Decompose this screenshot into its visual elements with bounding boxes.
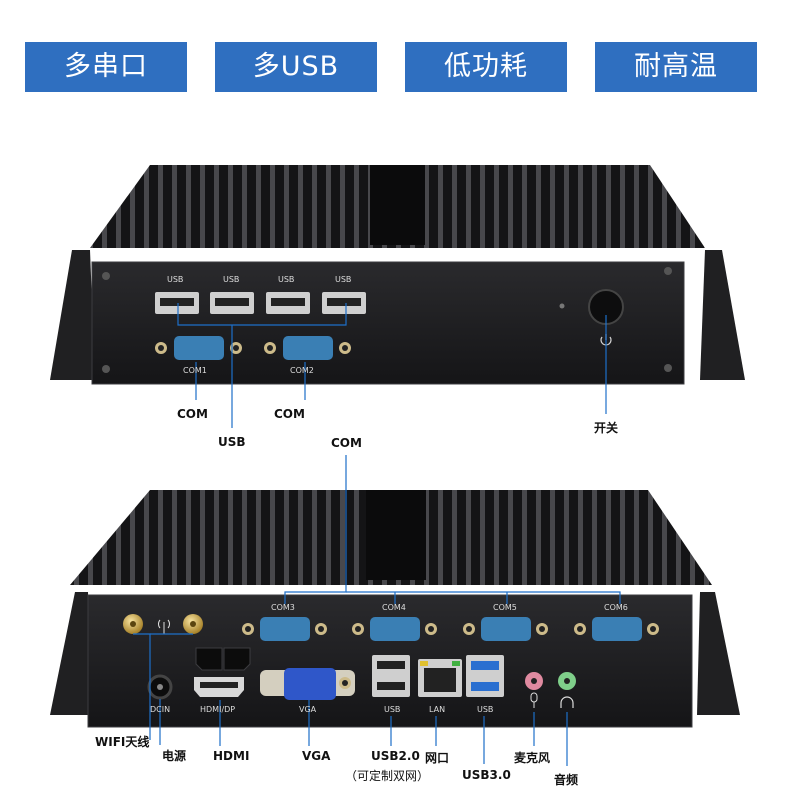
displayport-connectors <box>195 647 251 671</box>
rear-mount-ear-left <box>50 592 92 715</box>
rear-callout-audio: 音频 <box>554 773 579 787</box>
rear-callout-vga: VGA <box>302 749 331 763</box>
front-callout-usb: USB <box>218 435 246 449</box>
front-callout-com-right: COM <box>274 407 305 421</box>
front-com1-label: COM1 <box>183 366 207 375</box>
front-usb-label-2: USB <box>223 275 240 284</box>
rear-usb3-ports <box>466 655 504 697</box>
front-usb-ports <box>155 292 366 314</box>
vga-port <box>260 668 355 700</box>
rear-usb2-ports <box>372 655 410 697</box>
screw-icon <box>664 364 672 372</box>
headphone-icon <box>560 696 574 708</box>
rear-device <box>50 455 740 766</box>
rear-mount-ear-right <box>697 592 740 715</box>
rear-callout-wifi: WIFI天线 <box>95 735 150 749</box>
rear-dcin-label: DCIN <box>150 705 171 714</box>
rear-callout-lan: 网口 <box>425 751 450 765</box>
rear-callout-usb3: USB3.0 <box>462 768 511 782</box>
front-device <box>50 165 745 428</box>
front-com-ports <box>155 336 351 360</box>
front-com2-label: COM2 <box>290 366 314 375</box>
screw-icon <box>102 365 110 373</box>
rear-usb-left-label: USB <box>384 705 401 714</box>
rear-callout-usb2: USB2.0 <box>371 749 420 763</box>
rear-com4-label: COM4 <box>382 603 406 612</box>
rear-com3-label: COM3 <box>271 603 295 612</box>
rear-callout-lines <box>133 455 621 766</box>
rear-hdmi-dp-label: HDMI/DP <box>200 705 236 714</box>
rear-usb-right-label: USB <box>477 705 494 714</box>
front-usb-label-3: USB <box>278 275 295 284</box>
front-led-indicator <box>559 303 565 309</box>
rear-com6-label: COM6 <box>604 603 628 612</box>
rear-com5-label: COM5 <box>493 603 517 612</box>
front-callout-power: 开关 <box>594 421 619 435</box>
rear-callout-mic: 麦克风 <box>514 751 551 765</box>
front-usb-label-1: USB <box>167 275 184 284</box>
rear-callout-usb2-note: （可定制双网） <box>345 769 430 783</box>
wifi-antenna-connectors <box>123 614 203 634</box>
rear-callout-power: 电源 <box>162 749 187 763</box>
rear-center-gap <box>366 490 426 580</box>
rear-com-ports <box>242 617 659 641</box>
screw-icon <box>102 272 110 280</box>
front-usb-label-4: USB <box>335 275 352 284</box>
front-panel <box>91 261 685 385</box>
front-mount-ear-right <box>700 250 745 380</box>
feature-tag-multi-usb: 多USB <box>215 42 377 92</box>
feature-tag-low-power: 低功耗 <box>405 42 567 92</box>
rear-callout-hdmi: HDMI <box>213 749 250 763</box>
wifi-icon <box>158 619 170 634</box>
rear-callout-com: COM <box>331 436 362 450</box>
front-callout-lines <box>177 303 607 428</box>
feature-tag-multi-serial: 多串口 <box>25 42 187 92</box>
front-mount-ear-left <box>50 250 95 380</box>
rear-vga-label: VGA <box>299 705 317 714</box>
lan-port <box>418 659 462 697</box>
front-center-gap <box>370 165 425 245</box>
microphone-icon <box>530 692 538 708</box>
rear-lan-label: LAN <box>429 705 446 714</box>
feature-tag-high-temp: 耐高温 <box>595 42 757 92</box>
screw-icon <box>664 267 672 275</box>
front-callout-com-left: COM <box>177 407 208 421</box>
